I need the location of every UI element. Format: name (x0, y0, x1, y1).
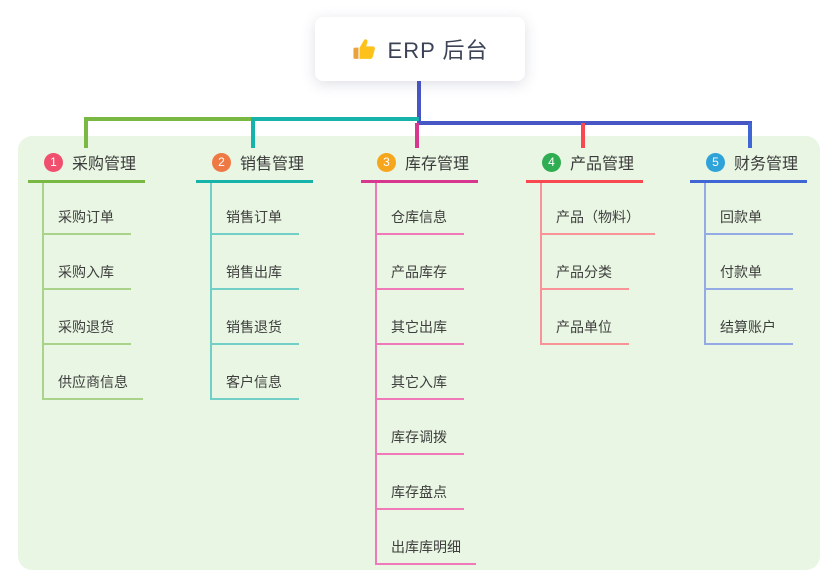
child-node-label: 结算账户 (720, 319, 776, 335)
child-node-label: 销售出库 (226, 264, 282, 280)
child-node[interactable]: 销售退货 (212, 290, 299, 345)
child-node-label: 供应商信息 (58, 374, 128, 390)
branch-index-badge: 2 (212, 152, 231, 172)
connector-rail-branch2 (253, 117, 419, 121)
child-node-label: 产品库存 (391, 264, 447, 280)
branch-4: 4 产品管理产品（物料） 产品分类产品单位 (526, 148, 655, 345)
child-node-label: 采购退货 (58, 319, 114, 335)
child-node[interactable]: 其它出库 (377, 290, 464, 345)
child-node[interactable]: 销售出库 (212, 235, 299, 290)
child-node[interactable]: 付款单 (706, 235, 793, 290)
branches-panel (18, 136, 820, 570)
connector-rail-branch1 (84, 117, 255, 121)
child-node[interactable]: 供应商信息 (44, 345, 143, 400)
child-node[interactable]: 仓库信息 (377, 183, 464, 235)
branch-children: 仓库信息产品库存其它出库其它入库库存调拨库存盘点出库库明细 (375, 183, 478, 565)
child-node-label: 销售订单 (226, 209, 282, 225)
child-node-label: 库存调拨 (391, 429, 447, 445)
thumbs-up-icon (352, 37, 377, 62)
child-node-label: 产品分类 (556, 264, 612, 280)
child-node[interactable]: 采购退货 (44, 290, 131, 345)
branch-children: 销售订单销售出库销售退货客户信息 (210, 183, 313, 400)
branch-index-badge: 4 (542, 152, 561, 172)
child-node[interactable]: 结算账户 (706, 290, 793, 345)
child-node-label: 销售退货 (226, 319, 282, 335)
branch-3: 3 库存管理仓库信息产品库存其它出库其它入库库存调拨库存盘点出库库明细 (361, 148, 478, 565)
branch-title-label: 库存管理 (405, 156, 470, 173)
branch-title-label: 财务管理 (734, 156, 799, 173)
child-node[interactable]: 产品库存 (377, 235, 464, 290)
child-node[interactable]: 客户信息 (212, 345, 299, 400)
connector-drop-branch4 (581, 123, 585, 148)
child-node[interactable]: 库存盘点 (377, 455, 464, 510)
root-title: ERP 后台 (387, 38, 489, 63)
branch-index-badge: 5 (706, 152, 725, 172)
child-node-label: 产品单位 (556, 319, 612, 335)
branch-children: 回款单付款单结算账户 (704, 183, 807, 345)
child-node[interactable]: 产品分类 (542, 235, 629, 290)
child-node-label: 其它出库 (391, 319, 447, 335)
branch-children: 产品（物料） 产品分类产品单位 (540, 183, 655, 345)
branch-title-label: 产品管理 (570, 156, 635, 173)
child-node-label: 客户信息 (226, 374, 282, 390)
child-node-label: 采购订单 (58, 209, 114, 225)
child-node[interactable]: 采购入库 (44, 235, 131, 290)
branch-title[interactable]: 4 产品管理 (526, 148, 643, 183)
child-node[interactable]: 出库库明细 (377, 510, 476, 565)
child-node-label: 采购入库 (58, 264, 114, 280)
branch-1: 1 采购管理采购订单采购入库采购退货供应商信息 (28, 148, 145, 400)
child-node[interactable]: 销售订单 (212, 183, 299, 235)
branch-5: 5 财务管理回款单付款单结算账户 (690, 148, 807, 345)
child-node[interactable]: 其它入库 (377, 345, 464, 400)
connector-root-stem (417, 80, 421, 125)
branch-title-label: 销售管理 (240, 156, 305, 173)
connector-drop-branch1 (84, 117, 88, 148)
connector-drop-branch2 (251, 117, 255, 148)
branch-index-badge: 1 (44, 152, 63, 172)
branch-title[interactable]: 1 采购管理 (28, 148, 145, 183)
child-node-label: 库存盘点 (391, 484, 447, 500)
connector-drop-branch5 (748, 123, 752, 148)
child-node-label: 付款单 (720, 264, 762, 280)
child-node-label: 其它入库 (391, 374, 447, 390)
branch-2: 2 销售管理销售订单销售出库销售退货客户信息 (196, 148, 313, 400)
child-node-label: 出库库明细 (391, 539, 461, 555)
connector-rail-right-blue (419, 121, 752, 125)
branch-title-label: 采购管理 (72, 156, 137, 173)
child-node[interactable]: 库存调拨 (377, 400, 464, 455)
branch-index-badge: 3 (377, 152, 396, 172)
child-node[interactable]: 产品（物料） (542, 183, 655, 235)
connector-drop-branch3 (415, 123, 419, 148)
child-node[interactable]: 采购订单 (44, 183, 131, 235)
child-node-label: 仓库信息 (391, 209, 447, 225)
child-node[interactable]: 回款单 (706, 183, 793, 235)
branch-title[interactable]: 5 财务管理 (690, 148, 807, 183)
child-node-label: 产品（物料） (556, 209, 640, 225)
root-node[interactable]: ERP 后台 (315, 17, 525, 81)
branch-title[interactable]: 2 销售管理 (196, 148, 313, 183)
child-node-label: 回款单 (720, 209, 762, 225)
child-node[interactable]: 产品单位 (542, 290, 629, 345)
branch-title[interactable]: 3 库存管理 (361, 148, 478, 183)
branch-children: 采购订单采购入库采购退货供应商信息 (42, 183, 145, 400)
